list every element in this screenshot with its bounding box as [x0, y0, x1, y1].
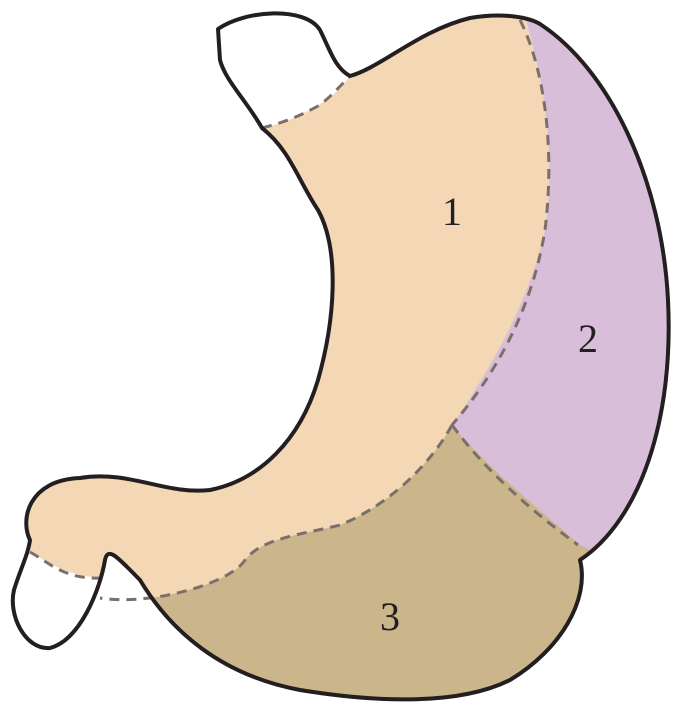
region-2-label: 2	[578, 316, 598, 361]
region-1-label: 1	[442, 189, 462, 234]
region-3-label: 3	[380, 594, 400, 639]
